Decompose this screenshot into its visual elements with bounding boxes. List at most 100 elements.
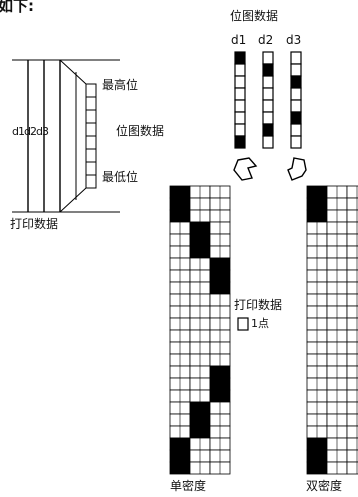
grid-cell xyxy=(346,401,358,415)
grid-cell xyxy=(346,437,358,451)
filled-dot xyxy=(209,365,231,379)
bit-cell xyxy=(262,99,274,113)
column-label-d3: d3 xyxy=(286,33,302,47)
bit-cell xyxy=(234,135,246,149)
bit-cell xyxy=(262,123,274,137)
bit-cell xyxy=(290,87,302,101)
bottom-bit-label: 最低位 xyxy=(102,170,139,184)
grid-cell xyxy=(346,377,358,391)
bracket-line xyxy=(59,59,87,85)
left-caption: 打印数据 xyxy=(10,217,59,231)
grid-cell xyxy=(346,233,358,247)
filled-dot xyxy=(209,269,231,283)
bit-strip-cell xyxy=(85,174,97,189)
bit-strip-cell xyxy=(85,96,97,111)
bit-cell xyxy=(262,135,274,149)
bit-strip-cell xyxy=(85,161,97,176)
bit-cell xyxy=(290,111,302,125)
bit-cell xyxy=(234,111,246,125)
column-label-d1: d1 xyxy=(231,33,247,47)
filled-dot xyxy=(189,401,211,415)
bit-cell xyxy=(290,51,302,65)
grid-cell xyxy=(346,293,358,307)
print-data-label: 打印数据 xyxy=(234,298,283,312)
arrow-icon xyxy=(287,157,307,181)
intro-text: 如下: xyxy=(0,0,34,15)
grid-cell xyxy=(346,257,358,271)
bit-cell xyxy=(234,99,246,113)
filled-dot xyxy=(209,389,231,403)
filled-dot xyxy=(306,461,328,475)
grid-cell xyxy=(346,329,358,343)
left-figure xyxy=(12,59,120,213)
grid-cell xyxy=(346,281,358,295)
bit-cell xyxy=(234,51,246,65)
filled-dot xyxy=(169,209,191,223)
filled-dot xyxy=(209,281,231,295)
filled-dot xyxy=(306,209,328,223)
filled-dot xyxy=(169,449,191,463)
filled-dot xyxy=(189,221,211,235)
grid-cell xyxy=(346,365,358,379)
grid-cell xyxy=(346,389,358,403)
grid-cell xyxy=(346,269,358,283)
filled-dot xyxy=(306,185,328,199)
grid-cell xyxy=(346,341,358,355)
double-density-grid xyxy=(306,185,358,475)
filled-dot xyxy=(209,257,231,271)
one-dot-legend-box xyxy=(237,317,249,331)
single-density-grid xyxy=(169,185,231,475)
bit-cell xyxy=(234,87,246,101)
grid-cell xyxy=(346,221,358,235)
top-bit-label: 最高位 xyxy=(102,78,139,92)
bit-cell xyxy=(290,63,302,77)
filled-dot xyxy=(209,377,231,391)
grid-cell xyxy=(346,185,358,199)
bit-strip-cells xyxy=(85,83,97,189)
bit-cell xyxy=(290,99,302,113)
bit-strip-cell xyxy=(85,83,97,98)
one-dot-legend: 1点 xyxy=(251,317,269,330)
arrow-icon xyxy=(233,157,258,181)
bit-cell xyxy=(234,123,246,137)
double-density-label: 双密度 xyxy=(306,479,343,493)
grid-cell xyxy=(346,317,358,331)
bit-cell xyxy=(290,135,302,149)
bit-strip-cell xyxy=(85,109,97,124)
bracket-line xyxy=(59,187,87,213)
bit-strip-cell xyxy=(85,135,97,150)
bit-cell xyxy=(290,75,302,89)
column-label-d2: d2 xyxy=(258,33,274,47)
filled-dot xyxy=(189,425,211,439)
filled-dot xyxy=(169,437,191,451)
filled-dot xyxy=(189,233,211,247)
grid-cell xyxy=(346,413,358,427)
bitmap-title: 位图数据 xyxy=(230,9,279,23)
filled-dot xyxy=(189,413,211,427)
left-column-labels: d1d2d3 xyxy=(12,125,49,138)
bit-cell xyxy=(262,111,274,125)
grid-cell xyxy=(346,461,358,475)
down-arrow-icons xyxy=(233,157,307,181)
filled-dot xyxy=(189,245,211,259)
filled-dot xyxy=(306,437,328,451)
grid-cell xyxy=(346,449,358,463)
bitmap-data-label: 位图数据 xyxy=(116,124,165,138)
bitmap-columns xyxy=(234,51,302,149)
bit-cell xyxy=(262,63,274,77)
grid-cell xyxy=(346,197,358,211)
filled-dot xyxy=(169,197,191,211)
grid-cell xyxy=(346,353,358,367)
grid-cell xyxy=(346,305,358,319)
bit-strip-cell xyxy=(85,122,97,137)
grid-cell xyxy=(346,245,358,259)
bit-cell xyxy=(262,87,274,101)
bit-cell xyxy=(262,75,274,89)
filled-dot xyxy=(306,449,328,463)
grid-cell xyxy=(346,425,358,439)
bit-cell xyxy=(234,75,246,89)
single-density-label: 单密度 xyxy=(170,479,207,493)
bit-cell xyxy=(290,123,302,137)
filled-dot xyxy=(306,197,328,211)
